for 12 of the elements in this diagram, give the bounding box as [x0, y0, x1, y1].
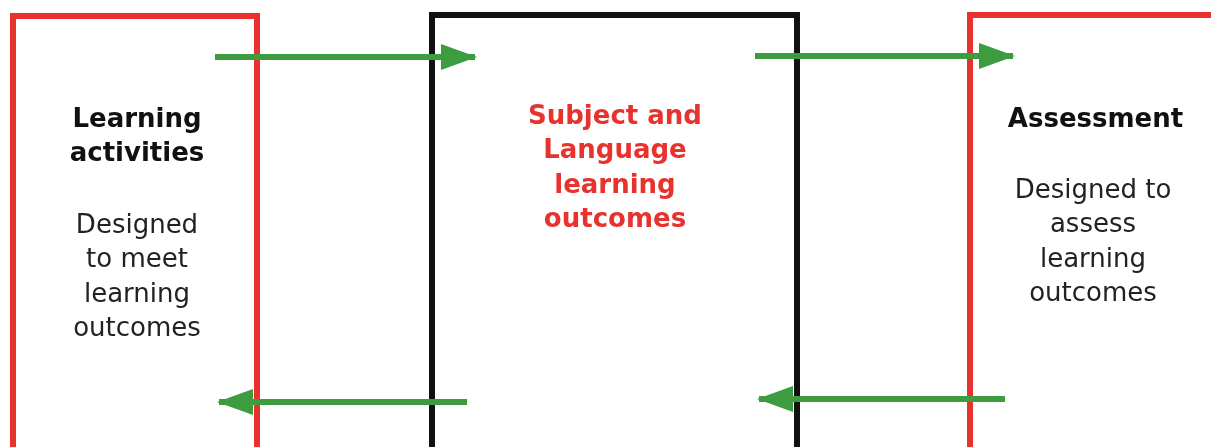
arrow	[757, 386, 1005, 412]
outlined-box	[429, 12, 800, 447]
description: Designed to meet learning outcomes	[72, 208, 202, 344]
heading: Assessment	[1006, 102, 1185, 135]
heading: Subject and Language learning outcomes	[527, 99, 703, 235]
outlined-box	[10, 13, 260, 447]
description: Designed to assess learning outcomes	[1013, 173, 1173, 309]
arrow	[217, 389, 467, 415]
arrow	[215, 44, 477, 70]
arrow	[755, 43, 1015, 69]
outlined-box	[967, 12, 1211, 447]
heading: Learning activities	[68, 102, 206, 170]
